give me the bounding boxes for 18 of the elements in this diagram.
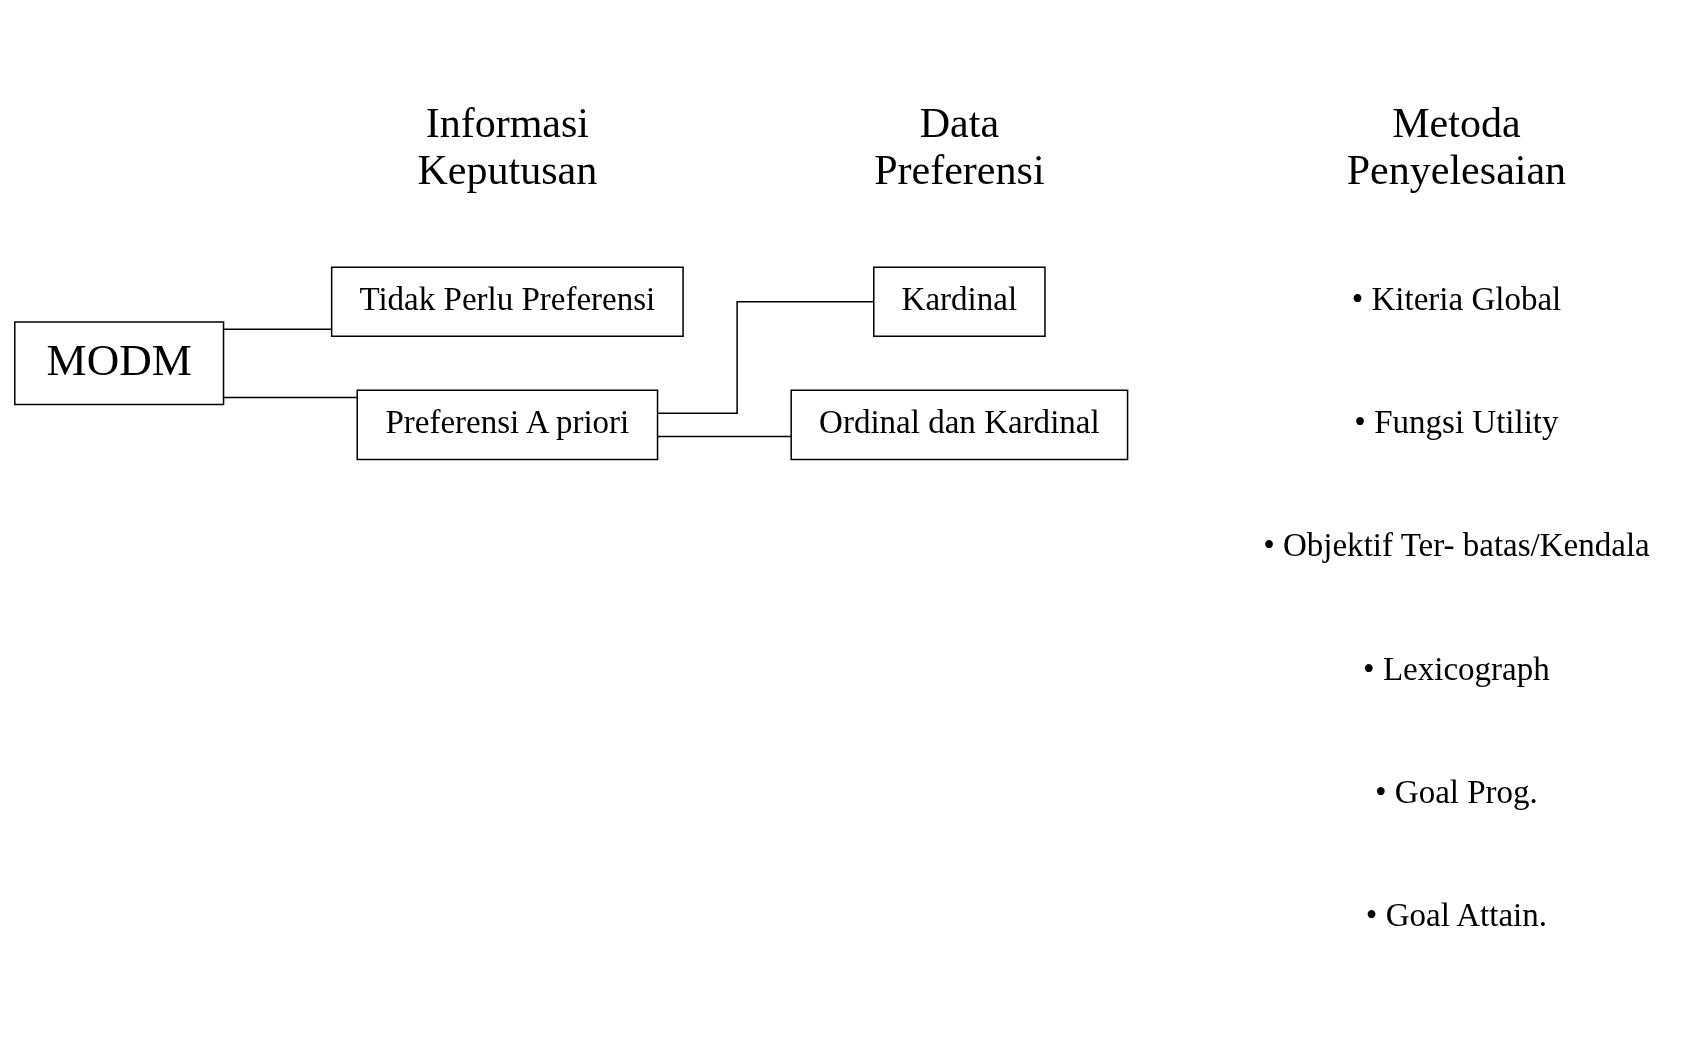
node-box: Tidak Perlu Preferensi [330, 265, 684, 337]
label: • Fungsi Utility [1354, 403, 1559, 440]
node-box: MODM [14, 320, 225, 405]
label: • Kiteria Global [1351, 280, 1562, 317]
node-box: Kardinal [873, 265, 1046, 337]
label: • Objektif Ter- batas/Kendala [1263, 526, 1650, 563]
connector [657, 300, 875, 414]
label: Metoda Penyelesaian [1346, 99, 1567, 193]
label: Informasi Keputusan [417, 99, 598, 193]
label: • Goal Attain. [1365, 896, 1548, 933]
node-box: Preferensi A priori [356, 389, 659, 460]
connector [222, 327, 333, 330]
connector [657, 435, 792, 437]
label: • Lexicograph [1363, 650, 1550, 687]
node-box: Ordinal dan Kardinal [790, 389, 1129, 460]
label: • Goal Prog. [1375, 773, 1538, 810]
label: Data Preferensi [874, 99, 1045, 193]
connector [222, 396, 358, 398]
